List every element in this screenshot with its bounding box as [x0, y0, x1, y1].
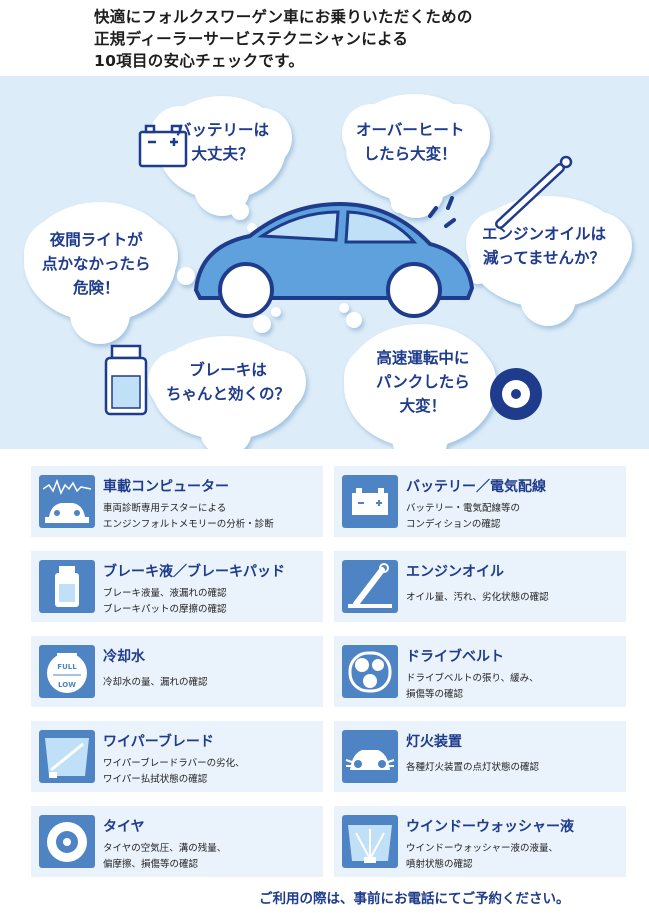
- intro-text: 快適にフォルクスワーゲン車にお乗りいただくための 正規ディーラーサービステクニシ…: [94, 6, 634, 72]
- bubble-line: 危険！: [73, 279, 120, 297]
- check-item-desc: ワイパーブレードラバーの劣化、: [103, 758, 245, 769]
- check-item-desc: 冷却水の量、漏れの確認: [103, 677, 208, 688]
- reservation-note: ご利用の際は、事前にお電話にてご予約ください。: [259, 891, 570, 907]
- bubble-line: 大丈夫？: [191, 145, 254, 163]
- bubble-light: 夜間ライトが 点かなかったら 危険！: [42, 228, 151, 300]
- check-item-drive-belt: ドライブベルト ドライブベルトの張り、緩み、 損傷等の確認: [334, 636, 626, 707]
- check-item-desc: コンディションの確認: [406, 519, 501, 530]
- check-item-title: バッテリー／電気配線: [406, 479, 546, 495]
- check-item-title: 灯火装置: [406, 734, 462, 750]
- bubble-overheat: オーバーヒート したら大変！: [356, 118, 464, 166]
- check-item-brake: ブレーキ液／ブレーキパッド ブレーキ液量、液漏れの確認 ブレーキパットの摩擦の確…: [31, 551, 323, 622]
- bubble-line: パンクしたら: [376, 373, 470, 391]
- check-item-desc: エンジンフォルトメモリーの分析・診断: [103, 519, 274, 530]
- check-item-computer: 車載コンピューター 車両診断専用テスターによる エンジンフォルトメモリーの分析・…: [31, 466, 323, 537]
- check-item-desc: オイル量、汚れ、劣化状態の確認: [406, 592, 549, 603]
- check-item-title: 冷却水: [103, 649, 145, 665]
- bubble-brake: ブレーキは ちゃんと効くの？: [166, 358, 290, 406]
- oil-gauge-icon: [495, 155, 573, 229]
- hero-illustration: バッテリーは 大丈夫？ オーバーヒート したら大変！ エンジンオイルは 減ってま…: [0, 76, 649, 449]
- check-item-desc: ワイパー払拭状態の確認: [103, 774, 208, 785]
- tire-icon: [39, 815, 95, 868]
- bubble-line: ちゃんと効くの？: [166, 385, 291, 403]
- wiper-icon: [39, 730, 95, 783]
- bubble-line: エンジンオイルは: [482, 225, 607, 243]
- bubble-line: 点かなかったら: [42, 255, 151, 273]
- bubble-line: 高速運転中に: [376, 349, 470, 367]
- hero-graphics: [24, 94, 632, 449]
- bubble-line: したら大変！: [363, 145, 457, 163]
- brake-fluid-icon: [39, 560, 95, 613]
- bubble-line: オーバーヒート: [356, 121, 465, 139]
- check-item-title: ウインドーウォッシャー液: [406, 819, 574, 835]
- check-item-title: ブレーキ液／ブレーキパッド: [103, 564, 285, 580]
- check-item-battery: バッテリー／電気配線 バッテリー・電気配線等の コンディションの確認: [334, 466, 626, 537]
- check-item-desc: タイヤの空気圧、溝の残量、: [103, 843, 227, 854]
- check-item-wiper: ワイパーブレード ワイパーブレードラバーの劣化、 ワイパー払拭状態の確認: [31, 721, 323, 792]
- battery-icon: [342, 475, 398, 528]
- check-item-desc: 車両診断専用テスターによる: [103, 503, 227, 514]
- tire-icon: [490, 368, 542, 420]
- bubble-puncture: 高速運転中に パンクしたら 大変！: [376, 346, 470, 418]
- bubble-battery: バッテリーは 大丈夫？: [176, 118, 269, 166]
- coolant-full-label: FULL: [57, 663, 77, 671]
- headlight-icon: [342, 730, 398, 783]
- check-item-engine-oil: エンジンオイル オイル量、汚れ、劣化状態の確認: [334, 551, 626, 622]
- car-icon: [193, 196, 475, 318]
- battery-icon: [138, 124, 188, 168]
- intro-line: 10項目の安心チェックです。: [94, 52, 305, 70]
- coolant-tank-icon: FULL LOW: [39, 645, 95, 698]
- check-item-desc: 偏摩擦、損傷等の確認: [103, 859, 199, 870]
- computer-diagnosis-icon: [39, 475, 95, 528]
- bubble-line: バッテリーは: [176, 121, 270, 139]
- check-item-title: エンジンオイル: [406, 564, 504, 580]
- bubble-line: 大変！: [399, 397, 447, 415]
- washer-icon: [342, 815, 398, 868]
- check-item-title: ワイパーブレード: [103, 734, 214, 750]
- bubble-oil: エンジンオイルは 減ってませんか？: [482, 222, 606, 270]
- oil-gauge-icon: [342, 560, 398, 613]
- check-item-desc: ウインドーウォッシャー液の液量、: [406, 843, 559, 854]
- drive-belt-icon: [342, 645, 398, 698]
- intro-line: 快適にフォルクスワーゲン車にお乗りいただくための: [94, 8, 473, 26]
- bubble-line: 減ってませんか？: [483, 249, 605, 267]
- bubble-line: 夜間ライトが: [49, 231, 143, 249]
- check-item-washer: ウインドーウォッシャー液 ウインドーウォッシャー液の液量、 噴射状態の確認: [334, 806, 626, 877]
- check-item-desc: 各種灯火装置の点灯状態の確認: [406, 762, 540, 773]
- check-item-desc: ドライブベルトの張り、緩み、: [406, 673, 539, 684]
- check-item-desc: バッテリー・電気配線等の: [406, 503, 521, 514]
- check-item-title: 車載コンピューター: [103, 479, 229, 495]
- check-item-desc: ブレーキパットの摩擦の確認: [103, 604, 227, 615]
- check-item-desc: ブレーキ液量、液漏れの確認: [103, 588, 227, 599]
- coolant-low-label: LOW: [58, 681, 76, 689]
- intro-line: 正規ディーラーサービステクニシャンによる: [94, 30, 409, 48]
- bubble-line: ブレーキは: [189, 361, 267, 379]
- brake-fluid-icon: [104, 344, 148, 416]
- check-item-title: タイヤ: [103, 819, 145, 835]
- check-item-desc: 噴射状態の確認: [406, 859, 473, 870]
- check-item-tire: タイヤ タイヤの空気圧、溝の残量、 偏摩擦、損傷等の確認: [31, 806, 323, 877]
- check-item-lights: 灯火装置 各種灯火装置の点灯状態の確認: [334, 721, 626, 792]
- check-item-desc: 損傷等の確認: [406, 689, 464, 700]
- check-item-coolant: FULL LOW 冷却水 冷却水の量、漏れの確認: [31, 636, 323, 707]
- check-item-title: ドライブベルト: [406, 649, 504, 665]
